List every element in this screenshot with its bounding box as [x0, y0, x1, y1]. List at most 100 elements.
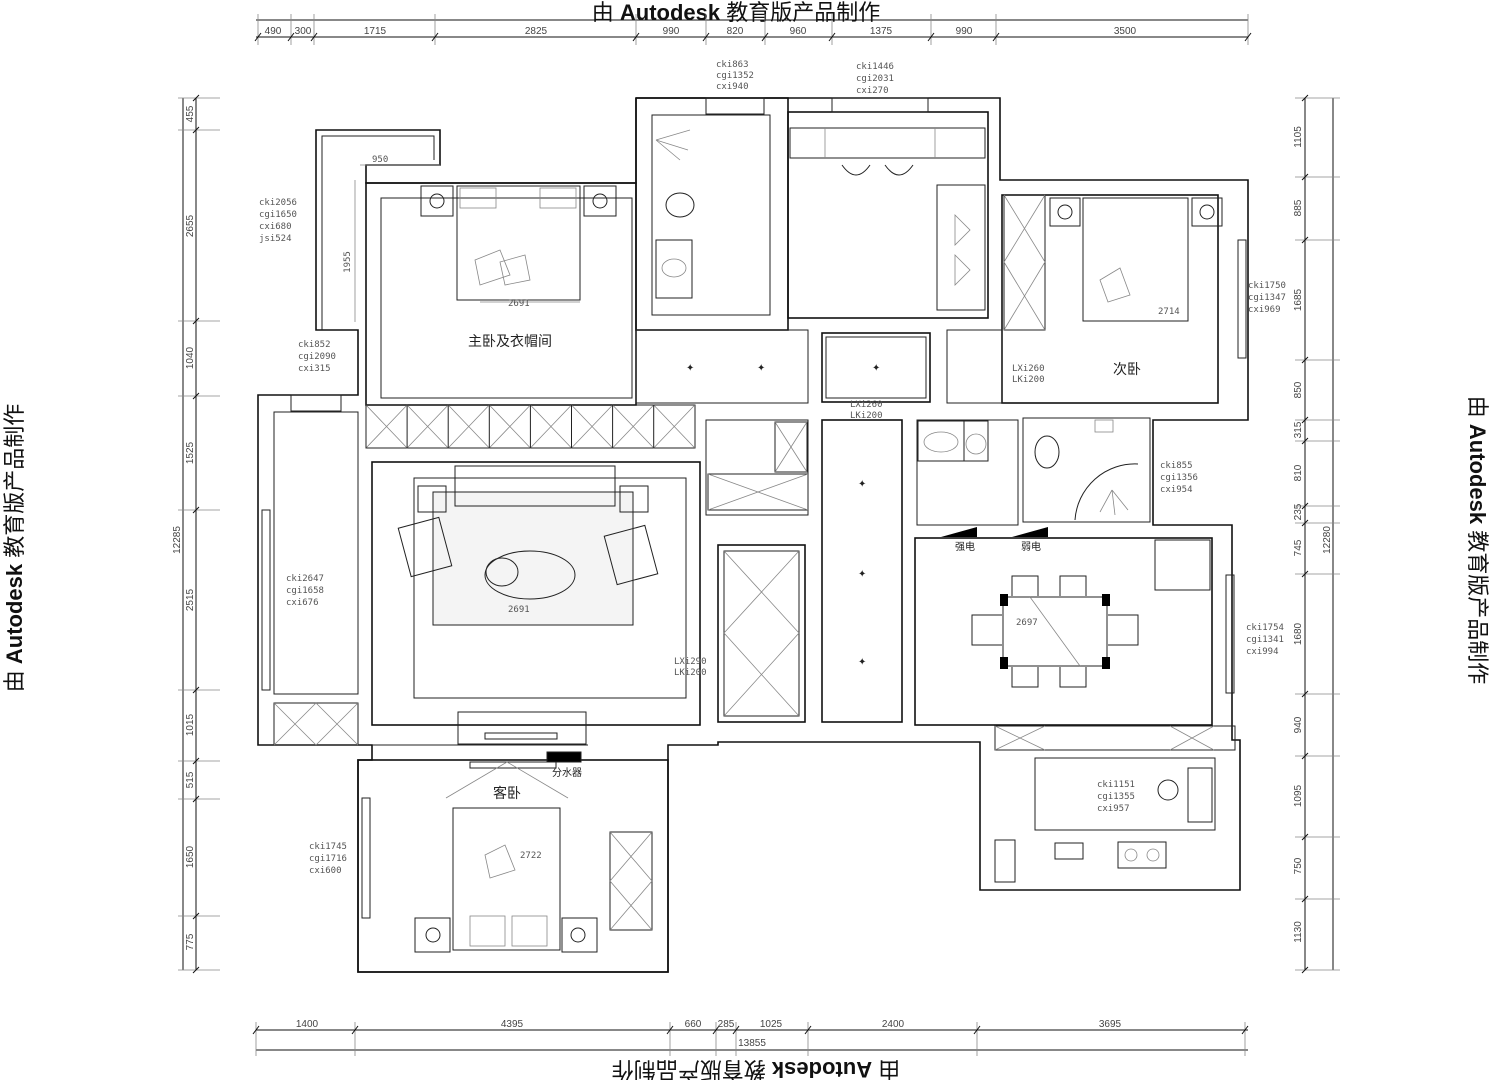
svg-text:660: 660 [685, 1019, 702, 1030]
sink-icon [1187, 767, 1213, 823]
window [361, 797, 371, 919]
tick-mark [192, 686, 200, 694]
tick-mark [1301, 356, 1309, 364]
sink-icon [655, 239, 693, 299]
svg-text:13855: 13855 [738, 1038, 766, 1049]
wardrobe [1003, 194, 1046, 331]
svg-text:1025: 1025 [760, 1019, 783, 1030]
tick-mark [632, 32, 640, 42]
svg-text:2691: 2691 [508, 605, 530, 615]
rug [432, 491, 634, 626]
window-labels: cki863 cgi1352 cxi940 cki1446 cgi2031 cx… [259, 60, 1286, 876]
tick-mark [927, 32, 935, 42]
svg-text:235: 235 [1293, 503, 1304, 520]
svg-text:820: 820 [727, 26, 744, 37]
shower-door [1074, 463, 1139, 521]
svg-text:1130: 1130 [1293, 921, 1304, 943]
window [290, 394, 342, 412]
weak-power-box [1012, 527, 1048, 537]
armchair [397, 516, 453, 578]
wardrobe-row [365, 404, 696, 449]
svg-text:LKi200: LKi200 [674, 668, 707, 678]
svg-text:12285: 12285 [172, 526, 183, 554]
tick-mark [192, 94, 200, 102]
desk [789, 127, 986, 159]
window [831, 97, 929, 113]
shower-icon [1099, 489, 1129, 516]
washer-icon [963, 420, 989, 462]
svg-text:990: 990 [663, 26, 680, 37]
tick-mark [192, 392, 200, 400]
tick-mark [192, 757, 200, 765]
svg-text:cxi270: cxi270 [856, 86, 889, 96]
svg-text:940: 940 [1293, 716, 1304, 733]
guest-bedroom: 客卧 分水器 2722 [357, 751, 669, 973]
outer-walls [257, 97, 1249, 973]
tick-mark [1301, 502, 1309, 510]
svg-text:810: 810 [1293, 464, 1304, 481]
tick-mark [761, 32, 769, 42]
fridge [1154, 539, 1211, 591]
tick-mark [192, 126, 200, 134]
light-icon: ✦ [872, 363, 880, 374]
chairs [971, 575, 1139, 688]
svg-text:750: 750 [1293, 857, 1304, 874]
svg-text:cgi1650: cgi1650 [259, 210, 297, 220]
tick-mark [1241, 1025, 1249, 1035]
window [261, 509, 271, 691]
svg-text:cki1151: cki1151 [1097, 780, 1135, 790]
bed [1082, 197, 1189, 322]
tick-mark [1301, 94, 1309, 102]
tick-mark [992, 32, 1000, 42]
svg-text:1955: 1955 [343, 251, 353, 273]
svg-text:cgi1716: cgi1716 [309, 854, 347, 864]
svg-text:LXi260: LXi260 [1012, 364, 1045, 374]
light-icon: ✦ [858, 479, 866, 490]
tick-mark [192, 317, 200, 325]
svg-text:cki1754: cki1754 [1246, 623, 1284, 633]
svg-text:12280: 12280 [1322, 526, 1333, 554]
tick-mark [1301, 570, 1309, 578]
tick-mark [310, 32, 318, 42]
chairs [841, 164, 914, 176]
svg-text:1400: 1400 [296, 1019, 319, 1030]
svg-text:745: 745 [1293, 539, 1304, 556]
svg-text:285: 285 [718, 1019, 735, 1030]
left-balcony [261, 394, 359, 746]
tick-mark [1301, 690, 1309, 698]
coffee-table [484, 550, 576, 600]
tick-mark [192, 795, 200, 803]
svg-text:LXi260: LXi260 [850, 400, 883, 410]
tick-mark [192, 966, 200, 974]
dimension-top: 490 300 1715 2825 990 820 960 1375 990 3… [254, 14, 1252, 45]
tick-mark [1244, 32, 1252, 42]
svg-text:cxi600: cxi600 [309, 866, 342, 876]
svg-text:1680: 1680 [1293, 622, 1304, 645]
window [1225, 574, 1235, 694]
bed [452, 807, 561, 951]
svg-text:次卧: 次卧 [1113, 362, 1141, 378]
toilet-icon [665, 192, 695, 218]
sofa [936, 184, 986, 311]
tv-cabinet [457, 711, 587, 745]
svg-text:cxi957: cxi957 [1097, 804, 1130, 814]
tick-mark [804, 1025, 812, 1035]
svg-text:885: 885 [1293, 199, 1304, 216]
svg-text:LKi200: LKi200 [850, 411, 883, 421]
watermark-bottom: 由 Autodesk 教育版产品制作 [612, 1057, 901, 1080]
master-bedroom: 2691 主卧及衣帽间 1955 950 [321, 135, 637, 406]
tick-mark [1301, 519, 1309, 527]
svg-text:2515: 2515 [185, 588, 196, 611]
tick-mark [192, 506, 200, 514]
corridor: ✦ ✦ ✦ LXi260 LKi200 ✦ ✦ ✦ [635, 329, 931, 723]
tick-mark [712, 1025, 720, 1035]
svg-text:cgi2090: cgi2090 [298, 352, 336, 362]
lamp-icon [429, 193, 445, 209]
top-bathroom [635, 97, 789, 331]
study-room [787, 97, 989, 319]
tick-mark [431, 32, 439, 42]
svg-text:cxi676: cxi676 [286, 598, 319, 608]
svg-text:3695: 3695 [1099, 1019, 1122, 1030]
svg-text:cgi1356: cgi1356 [1160, 473, 1198, 483]
toilet-icon [1034, 435, 1060, 469]
